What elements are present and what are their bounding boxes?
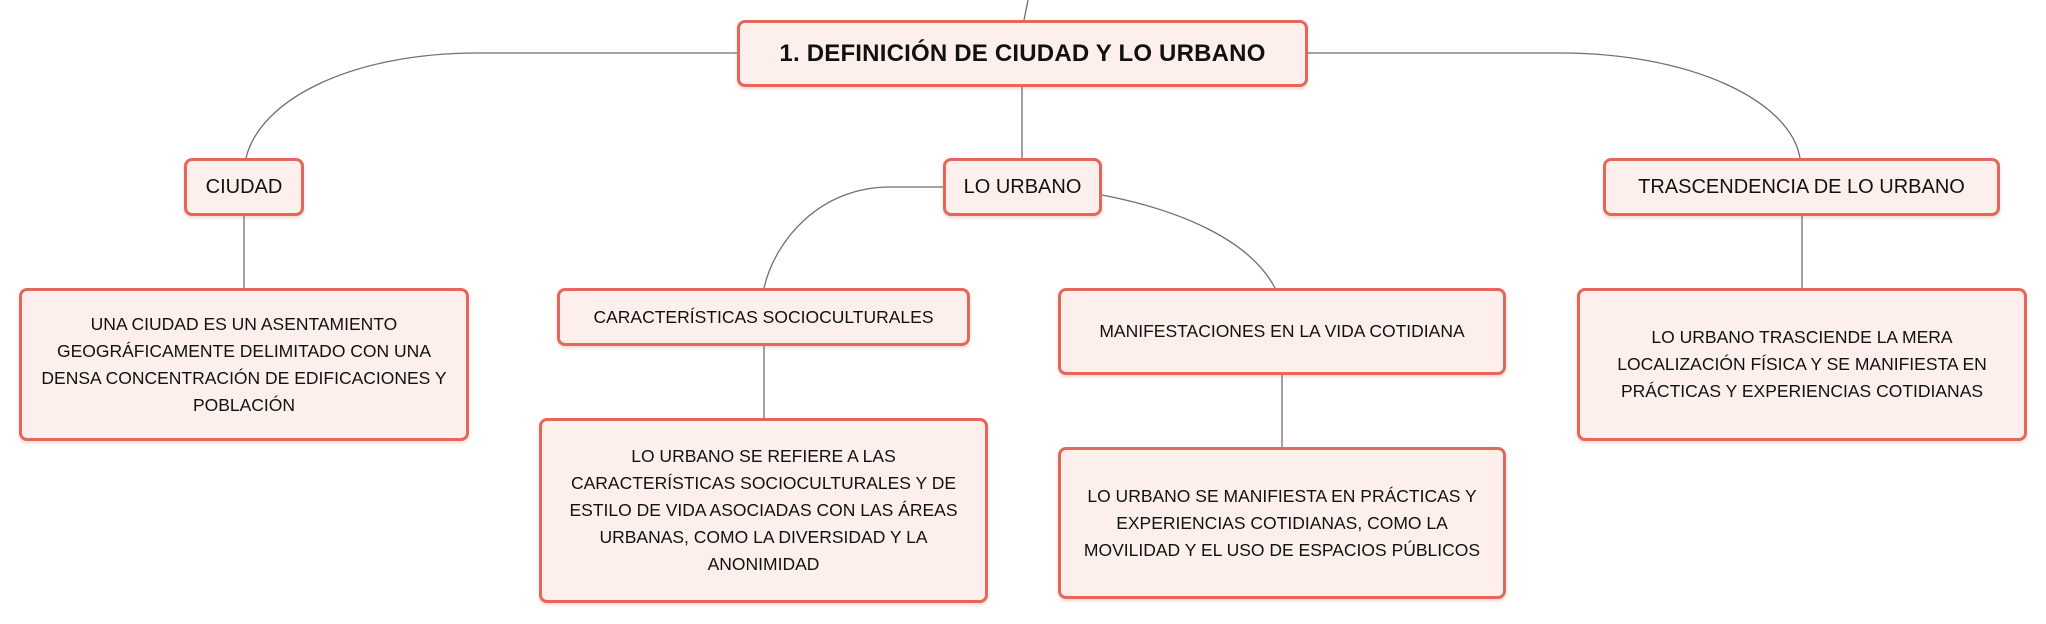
connector-root-incoming xyxy=(1023,0,1029,21)
detail-node-socioculturales[interactable]: LO URBANO SE REFIERE A LAS CARACTERÍSTIC… xyxy=(539,418,988,603)
connector-lo-urbano-manifestaciones xyxy=(1101,194,1276,289)
detail-node-trascendencia-text: LO URBANO TRASCIENDE LA MERA LOCALIZACIÓ… xyxy=(1617,327,1987,401)
detail-node-ciudad-text: UNA CIUDAD ES UN ASENTAMIENTO GEOGRÁFICA… xyxy=(41,313,447,415)
branch-node-lo-urbano[interactable]: LO URBANO xyxy=(943,158,1102,216)
detail-node-manifestaciones[interactable]: LO URBANO SE MANIFIESTA EN PRÁCTICAS Y E… xyxy=(1058,447,1506,599)
branch-node-ciudad[interactable]: CIUDAD xyxy=(184,158,304,216)
sub-node-manifestaciones[interactable]: MANIFESTACIONES EN LA VIDA COTIDIANA xyxy=(1058,288,1506,375)
connector-root-ciudad xyxy=(245,52,737,159)
connector-lo-urbano-socioculturales xyxy=(763,186,943,289)
branch-node-trascendencia-label: TRASCENDENCIA DE LO URBANO xyxy=(1638,175,1965,198)
sub-node-socioculturales[interactable]: CARACTERÍSTICAS SOCIOCULTURALES xyxy=(557,288,970,346)
branch-node-trascendencia[interactable]: TRASCENDENCIA DE LO URBANO xyxy=(1603,158,2000,216)
detail-node-manifestaciones-text: LO URBANO SE MANIFIESTA EN PRÁCTICAS Y E… xyxy=(1083,485,1481,560)
detail-node-trascendencia[interactable]: LO URBANO TRASCIENDE LA MERA LOCALIZACIÓ… xyxy=(1577,288,2027,441)
connector-root-trascendencia xyxy=(1308,52,1801,159)
root-node[interactable]: 1. DEFINICIÓN DE CIUDAD Y LO URBANO xyxy=(737,20,1308,87)
branch-node-ciudad-label: CIUDAD xyxy=(205,175,283,198)
sub-node-socioculturales-label: CARACTERÍSTICAS SOCIOCULTURALES xyxy=(593,306,934,327)
branch-node-lo-urbano-label: LO URBANO xyxy=(963,175,1082,198)
detail-node-ciudad[interactable]: UNA CIUDAD ES UN ASENTAMIENTO GEOGRÁFICA… xyxy=(19,288,469,441)
detail-node-socioculturales-text: LO URBANO SE REFIERE A LAS CARACTERÍSTIC… xyxy=(569,446,958,574)
sub-node-manifestaciones-label: MANIFESTACIONES EN LA VIDA COTIDIANA xyxy=(1099,321,1465,341)
root-node-label: 1. DEFINICIÓN DE CIUDAD Y LO URBANO xyxy=(779,39,1266,67)
